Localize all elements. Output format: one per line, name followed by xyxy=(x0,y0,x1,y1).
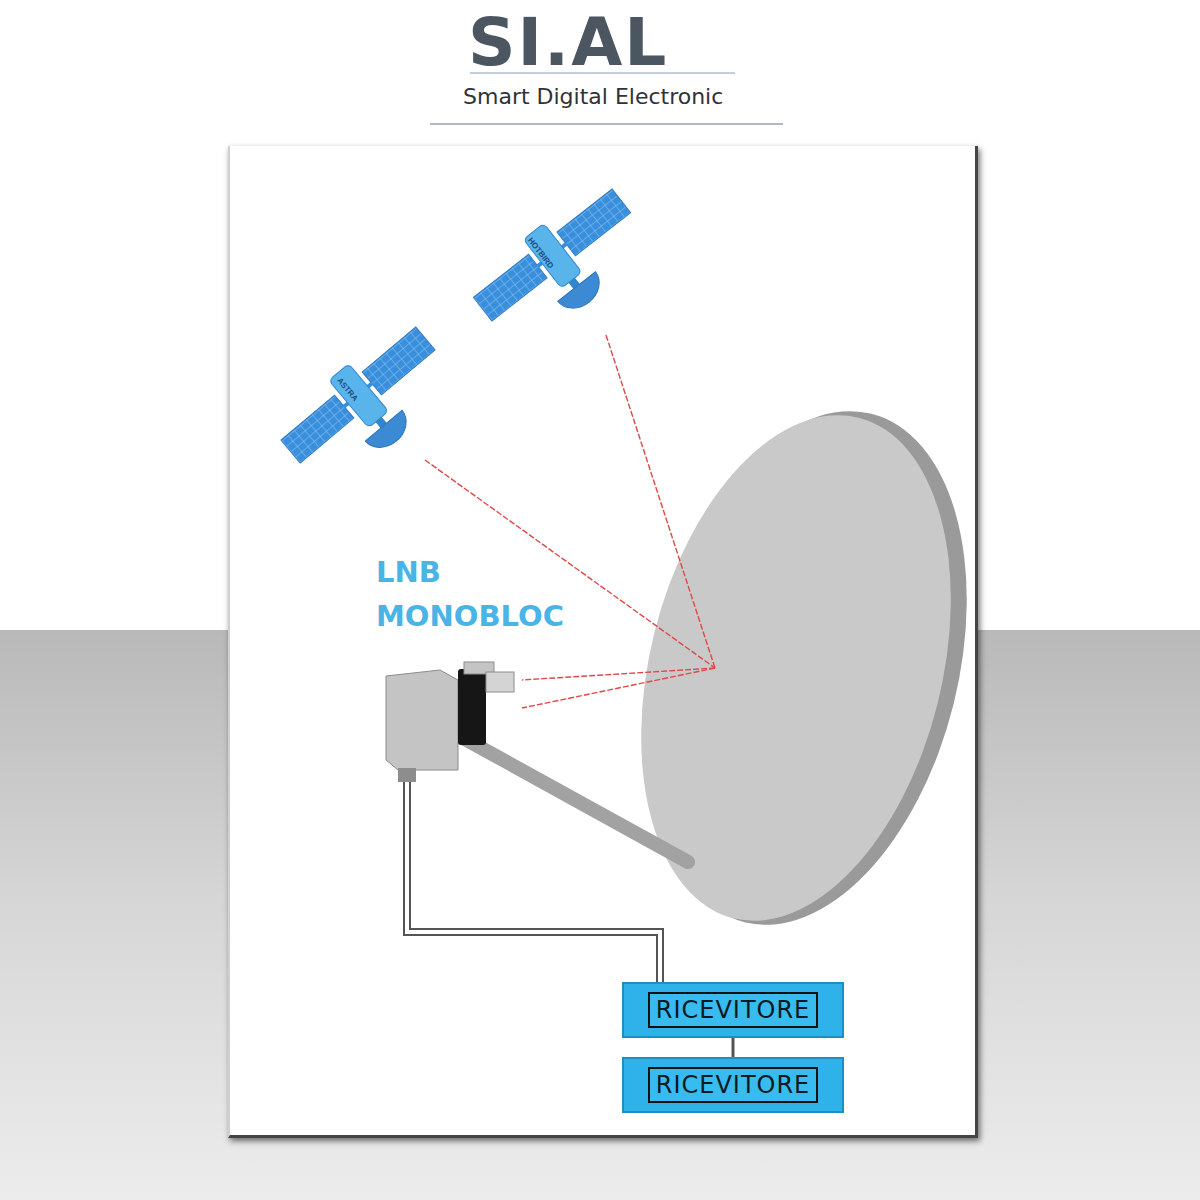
logo-text: SI.AL xyxy=(468,4,668,81)
receiver-box: RICEVITORE xyxy=(622,982,844,1038)
coax-cable xyxy=(407,782,660,982)
satellite xyxy=(464,177,658,356)
receiver-label: RICEVITORE xyxy=(648,1067,819,1103)
receiver-label: RICEVITORE xyxy=(648,992,819,1028)
logo-rule xyxy=(430,123,783,125)
logo-tagline: Smart Digital Electronic xyxy=(463,84,723,109)
lnb xyxy=(386,662,514,782)
cable-link xyxy=(732,1038,735,1057)
satellite xyxy=(271,315,464,497)
lnb-label: LNB MONOBLOC xyxy=(376,550,606,638)
receiver-box: RICEVITORE xyxy=(622,1057,844,1113)
signal-ray xyxy=(425,335,715,708)
satellite-dish xyxy=(445,377,1017,958)
